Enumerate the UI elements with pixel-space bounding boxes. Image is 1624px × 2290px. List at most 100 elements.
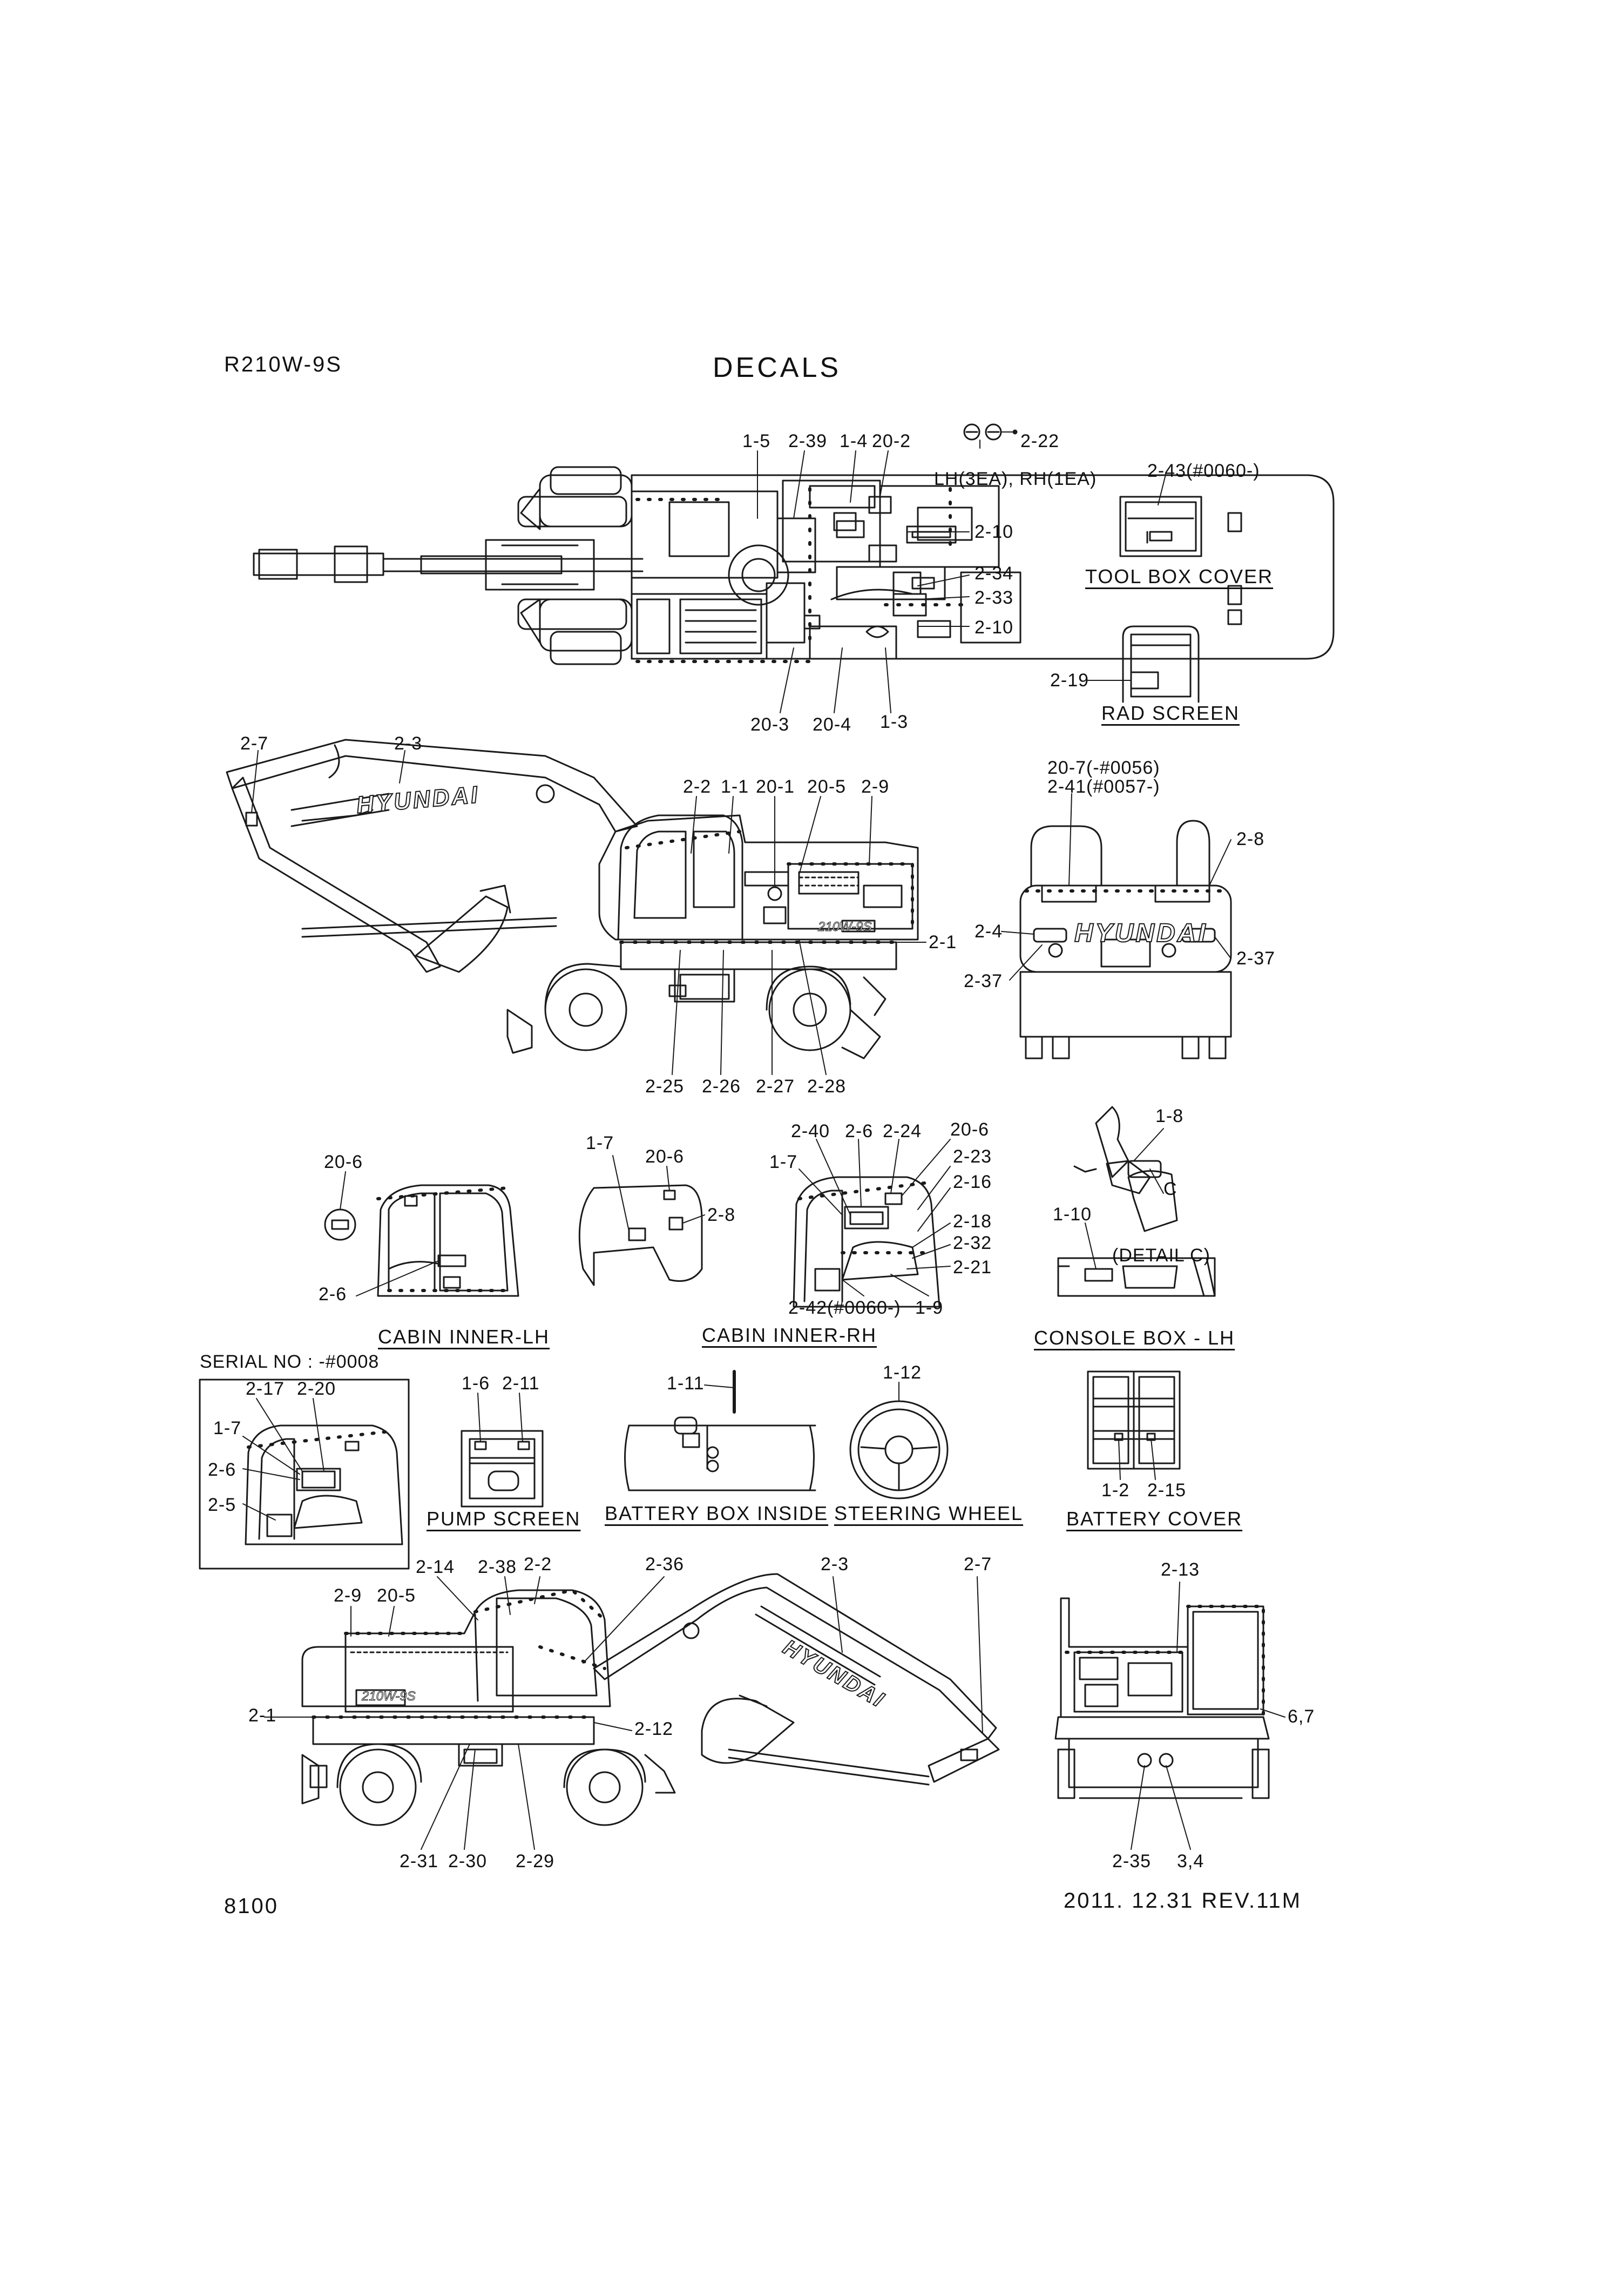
callout-label: 2-28 (807, 1076, 847, 1097)
callout-label: 1-3 (880, 712, 909, 732)
callout-label: 6,7 (1288, 1706, 1315, 1727)
leader-lines (243, 451, 1285, 1849)
callout-label: 1-10 (1053, 1204, 1092, 1225)
callout-label: 2-35 (1112, 1851, 1152, 1872)
callout-label: 20-5 (807, 776, 847, 797)
rh-model-mark: 210W-9S (362, 1689, 416, 1704)
cabin-inner-lh-title: CABIN INNER-LH (378, 1326, 550, 1348)
callout-label: 2-22 (1020, 431, 1060, 451)
callout-label: 2-27 (756, 1076, 795, 1097)
callout-label: 2-5 (208, 1495, 236, 1515)
callout-label: 20-3 (750, 714, 790, 735)
callout-label: 2-9 (334, 1585, 362, 1606)
callout-label: 20-7(-#0056) (1047, 758, 1160, 778)
callout-label: 2-19 (1050, 670, 1090, 691)
callout-label: 2-23 (953, 1146, 992, 1167)
serial-box-drawing (200, 1380, 409, 1569)
callout-label: 1-8 (1155, 1106, 1184, 1126)
callout-label: 1-6 (462, 1373, 490, 1394)
callout-label: 2-18 (953, 1211, 992, 1232)
callout-label: 2-2 (524, 1554, 552, 1575)
pump-screen-title: PUMP SCREEN (427, 1508, 581, 1530)
callout-label: 1-4 (840, 431, 868, 451)
callout-label: 2-26 (702, 1076, 741, 1097)
cabin-inner-rh-drawing (794, 1177, 939, 1307)
side-view-rh-drawing (302, 1574, 999, 1825)
callout-label: 1-7 (586, 1133, 614, 1153)
callout-label: 2-29 (516, 1851, 555, 1872)
callout-label: (DETAIL C) (1112, 1245, 1210, 1266)
callout-label: 2-20 (297, 1379, 336, 1399)
front-view-drawing (1055, 1598, 1269, 1798)
callout-label: 1-1 (721, 776, 749, 797)
callout-label: 20-4 (813, 714, 852, 735)
callout-label: 2-7 (964, 1554, 992, 1575)
tool-box-cover-drawing (1120, 472, 1201, 556)
callout-label: 2-30 (448, 1851, 488, 1872)
callout-label: 2-1 (248, 1705, 277, 1726)
rad-screen-drawing (1088, 626, 1199, 702)
callout-label: 1-5 (742, 431, 771, 451)
page-title: DECALS (713, 352, 842, 383)
callout-label: 20-5 (377, 1585, 416, 1606)
callout-label: 2-11 (502, 1373, 540, 1394)
callout-label: 2-14 (416, 1557, 455, 1577)
callout-label: 2-40 (791, 1121, 830, 1141)
rear-view-drawing (1020, 821, 1231, 1058)
battery-box-inside-title: BATTERY BOX INSIDE (605, 1502, 829, 1524)
battery-cover-drawing (1088, 1372, 1180, 1469)
callout-label: 2-36 (645, 1554, 685, 1575)
callout-label: 20-6 (324, 1152, 363, 1172)
callout-label: 2-13 (1161, 1559, 1200, 1580)
console-box-lh-title: CONSOLE BOX - LH (1034, 1327, 1235, 1349)
rad-screen-title: RAD SCREEN (1101, 702, 1240, 724)
callout-label: 2-3 (821, 1554, 849, 1575)
callout-label: 2-6 (845, 1121, 874, 1141)
serial-number-title: SERIAL NO : -#0008 (200, 1352, 380, 1372)
callout-label: 2-8 (1236, 829, 1265, 849)
callout-label: 20-1 (756, 776, 795, 797)
cabin-inner-lh-drawing (325, 1185, 518, 1296)
callout-label: 2-41(#0057-) (1047, 776, 1160, 797)
callout-label: 2-24 (883, 1121, 922, 1141)
battery-box-inside-drawing (625, 1372, 816, 1490)
callout-label: 1-7 (769, 1152, 798, 1172)
callout-label: 2-17 (246, 1379, 285, 1399)
callout-label: 2-16 (953, 1172, 992, 1192)
callout-label: 2-37 (1236, 948, 1276, 969)
callout-label: 2-43(#0060-) (1147, 461, 1260, 481)
callout-label: 2-7 (240, 733, 269, 754)
callout-label: 2-8 (707, 1205, 736, 1225)
callout-label: 2-6 (208, 1460, 236, 1480)
callout-label: 2-2 (683, 776, 712, 797)
console-box-lh-drawing (1058, 1107, 1215, 1296)
callout-label: LH(3EA), RH(1EA) (934, 469, 1097, 489)
steering-wheel-drawing (850, 1401, 948, 1498)
callout-label: 2-37 (964, 971, 1003, 991)
callout-label: 2-10 (975, 522, 1014, 542)
battery-cover-title: BATTERY COVER (1066, 1508, 1243, 1530)
cabin-rear-drawing (579, 1185, 702, 1285)
callout-label: 1-12 (883, 1362, 922, 1383)
tool-box-cover-title: TOOL BOX COVER (1085, 565, 1274, 587)
callout-label: 20-2 (872, 431, 911, 451)
callout-label: 1-9 (915, 1298, 944, 1318)
callout-label: 2-39 (788, 431, 828, 451)
rear-hyundai-logo: HYUNDAI (1074, 919, 1208, 948)
callout-label: 2-15 (1147, 1480, 1187, 1501)
callout-label: 2-25 (645, 1076, 685, 1097)
side-view-lh-drawing (227, 740, 918, 1058)
callout-label: 2-38 (478, 1557, 517, 1577)
callout-label: 2-12 (634, 1719, 674, 1739)
callout-label: 20-6 (950, 1119, 990, 1140)
callout-label: 2-21 (953, 1257, 992, 1278)
callout-label: 2-32 (953, 1233, 992, 1253)
pump-screen-drawing (462, 1431, 543, 1507)
callout-label: 3,4 (1177, 1851, 1205, 1872)
top-view-drawing (254, 467, 1334, 664)
callout-label: 1-2 (1101, 1480, 1130, 1501)
callout-label: 2-10 (975, 617, 1014, 638)
callout-label: 2-4 (975, 921, 1003, 942)
